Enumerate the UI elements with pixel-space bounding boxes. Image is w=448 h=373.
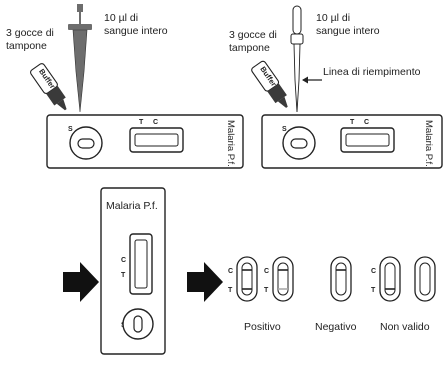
left-mark-c: C (153, 119, 158, 126)
res-pos2-t: T (264, 287, 269, 294)
res-inv1-t: T (371, 287, 376, 294)
reader-mark-c: C (121, 257, 126, 264)
results-group: C T C T Positivo Negativo C T Non valido (228, 256, 436, 333)
left-buffer-label-line2: tampone (6, 40, 47, 52)
left-cassette: Malaria P.f. S T C (46, 114, 244, 169)
right-mark-t: T (350, 119, 355, 126)
fill-line-indicator: Linea di riempimento (302, 66, 421, 84)
negative-label: Negativo (315, 321, 357, 333)
left-blood-label-line1: 10 µl di (104, 12, 138, 24)
arrow-right-icon (63, 262, 99, 302)
res-pos1-c: C (228, 268, 233, 275)
right-mark-c: C (364, 119, 369, 126)
left-mark-t: T (139, 119, 144, 126)
left-well-letter: S (68, 126, 73, 133)
right-panel: 3 gocce di tampone 10 µl di sangue inter… (229, 5, 443, 169)
left-buffer-bottle: Buffer (30, 63, 67, 111)
right-blood-label-line1: 10 µl di (316, 12, 350, 24)
reader-device-label: Malaria P.f. (106, 200, 158, 212)
right-cassette: Malaria P.f. S T C (261, 114, 443, 169)
res-pos2-c: C (264, 268, 269, 275)
left-blood-dropper (68, 4, 92, 121)
right-cassette-label: Malaria P.f. (423, 120, 434, 167)
reader-cassette: Malaria P.f. C T S (100, 187, 166, 355)
right-buffer-label-line2: tampone (229, 42, 270, 54)
left-blood-label-line2: sangue intero (104, 25, 168, 37)
left-buffer-label-line1: 3 gocce di (6, 27, 54, 39)
right-blood-label-line2: sangue intero (316, 25, 380, 37)
reader-mark-t: T (121, 272, 126, 279)
right-well-letter: S (282, 126, 287, 133)
left-panel: 3 gocce di tampone 10 µl di sangue inter… (6, 4, 244, 169)
invalid-label: Non valido (380, 321, 430, 333)
right-buffer-bottle: Buffer (251, 60, 288, 108)
right-buffer-label-line1: 3 gocce di (229, 29, 277, 41)
left-cassette-label: Malaria P.f. (225, 120, 236, 167)
res-pos1-t: T (228, 287, 233, 294)
arrow-right-icon-2 (187, 262, 223, 302)
right-capillary-pipette (290, 5, 304, 113)
res-inv1-c: C (371, 268, 376, 275)
positive-label: Positivo (244, 321, 281, 333)
fill-line-label: Linea di riempimento (323, 66, 421, 78)
